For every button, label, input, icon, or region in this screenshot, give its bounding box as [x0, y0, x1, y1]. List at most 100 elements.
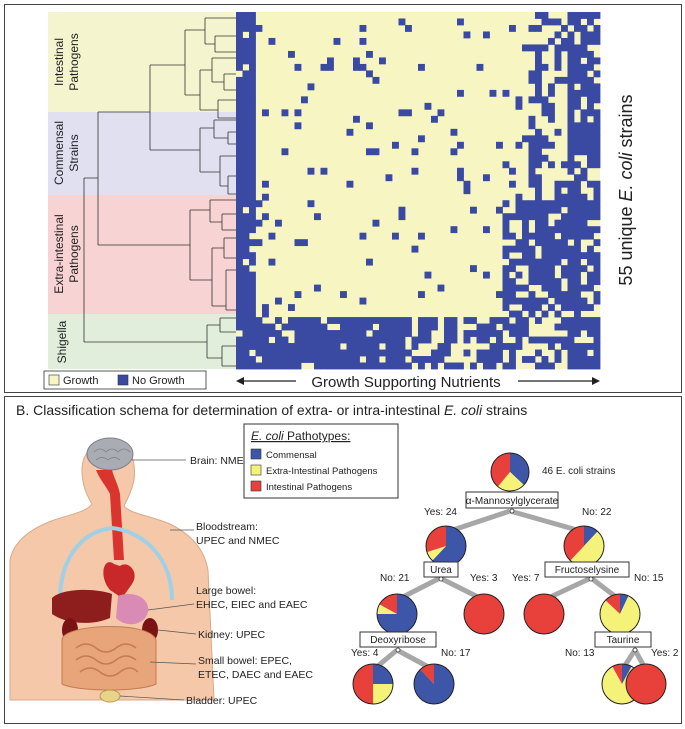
heatmap-cell [528, 271, 536, 279]
heatmap-cell [242, 226, 250, 234]
heatmap-cell [236, 245, 243, 253]
heatmap-cell [275, 317, 282, 324]
heatmap-cell [255, 336, 263, 344]
heatmap-cell [262, 343, 269, 350]
large-bowel [61, 626, 157, 691]
heatmap-cell [249, 83, 256, 91]
heatmap-cell [236, 44, 243, 52]
heatmap-cell [587, 135, 594, 143]
heatmap-cell [574, 96, 581, 104]
heatmap-cell [587, 12, 594, 19]
heatmap-cell [561, 304, 568, 311]
heatmap-cell [593, 148, 601, 156]
heatmap-cell [593, 278, 601, 286]
heatmap-cell [476, 323, 484, 331]
heatmap-cell [502, 161, 510, 169]
heatmap-cell [535, 44, 542, 52]
heatmap-cell [580, 89, 588, 97]
heatmap-cell [593, 239, 601, 247]
heatmap-cell [353, 356, 360, 363]
heatmap-cell [541, 252, 549, 260]
heatmap-cell [489, 343, 497, 350]
heatmap-cell [372, 343, 380, 350]
heatmap-cell [366, 343, 373, 350]
heatmap-cell [424, 356, 432, 363]
heatmap-cell [366, 70, 373, 78]
heatmap-cell [307, 323, 315, 331]
heatmap-cell [249, 102, 256, 110]
heatmap-cell [574, 206, 581, 214]
heatmap-cell [587, 271, 594, 279]
heatmap-cell [496, 291, 503, 298]
heatmap-cell [574, 76, 581, 84]
heatmap-cell [476, 349, 484, 357]
heatmap-cell [541, 284, 549, 292]
heatmap-cell [502, 317, 510, 324]
heatmap-cell [580, 317, 588, 324]
heatmap-cell [502, 226, 510, 234]
heatmap-cell [379, 362, 386, 370]
heatmap-cell [450, 148, 458, 156]
heatmap-cell [548, 245, 555, 253]
pie-slice [612, 664, 622, 684]
heatmap-cell [470, 265, 477, 273]
heatmap-cell [554, 291, 562, 298]
heatmap-cell [567, 115, 575, 123]
heatmap-cell [574, 63, 581, 71]
heatmap-cell [535, 219, 542, 227]
heatmap-cell [294, 122, 302, 130]
heatmap-cell [587, 356, 594, 363]
heatmap-cell [249, 193, 256, 201]
heatmap-cell [249, 18, 256, 26]
heatmap-cell [535, 226, 542, 234]
heatmap-cell [249, 356, 256, 363]
branch-fructoselysine-no: No: 15 [634, 573, 664, 584]
heatmap-cell [236, 12, 243, 19]
heatmap-cell [509, 291, 516, 298]
heatmap-cell [418, 232, 425, 240]
heatmap-cell [346, 180, 354, 188]
heatmap-cell [242, 310, 250, 318]
heatmap-cell [528, 258, 536, 266]
heatmap [236, 12, 601, 370]
heatmap-cell [353, 362, 360, 370]
heatmap-cell [463, 336, 471, 344]
heatmap-cell [515, 330, 523, 337]
heatmap-cell [294, 323, 302, 331]
heatmap-cell [444, 317, 451, 324]
heatmap-cell [340, 356, 347, 363]
heatmap-cell [567, 31, 575, 39]
heatmap-cell [561, 44, 568, 52]
heatmap-cell [593, 57, 601, 65]
heatmap-cell [489, 362, 497, 370]
heatmap-cell [242, 89, 250, 97]
heatmap-cell [249, 219, 256, 227]
heatmap-cell [392, 336, 399, 344]
node-dot-mannosylglycerate [509, 508, 515, 514]
heatmap-cell [444, 349, 451, 357]
heatmap-cell [554, 297, 562, 305]
heatmap-cell [288, 323, 295, 331]
heatmap-cell [327, 343, 334, 350]
heatmap-cell [463, 31, 471, 39]
heatmap-cell [359, 297, 367, 305]
heatmap-cell [587, 200, 594, 208]
heatmap-cell [593, 154, 601, 162]
heatmap-cell [242, 70, 250, 78]
heatmap-cell [535, 57, 542, 65]
heatmap-cell [405, 323, 412, 331]
heatmap-cell [548, 271, 555, 279]
heatmap-cell [307, 349, 315, 357]
heatmap-cell [567, 76, 575, 84]
heatmap-cell [580, 343, 588, 350]
heatmap-cell [587, 89, 594, 97]
heatmap-cell [515, 193, 523, 201]
heatmap-cell [587, 213, 594, 221]
heatmap-cell [567, 154, 575, 162]
heatmap-cell [548, 336, 555, 344]
heatmap-cell [242, 356, 250, 363]
heatmap-cell [567, 271, 575, 279]
heatmap-cell [548, 278, 555, 286]
heatmap-cell [580, 323, 588, 331]
heatmap-cell [489, 356, 497, 363]
